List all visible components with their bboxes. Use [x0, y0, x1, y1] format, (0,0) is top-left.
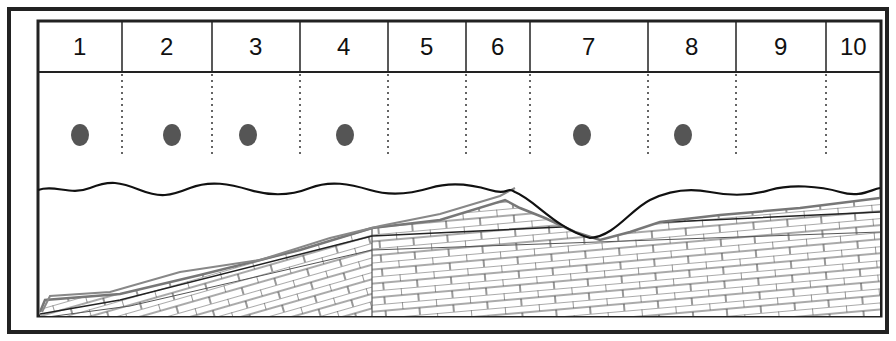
column-number: 2 — [160, 35, 173, 59]
soil-layer — [42, 188, 515, 312]
column-number: 6 — [491, 35, 504, 59]
bedrock-surface — [40, 198, 880, 312]
column-number: 5 — [420, 35, 433, 59]
column-number: 10 — [840, 35, 867, 59]
column-dividers — [122, 21, 826, 72]
sample-dots — [71, 124, 692, 146]
column-number: 8 — [685, 35, 698, 59]
header-line — [38, 71, 881, 73]
limestone-strata — [38, 150, 882, 320]
column-number: 1 — [73, 35, 86, 59]
outer-frame — [9, 9, 887, 332]
column-number: 4 — [337, 35, 350, 59]
column-number: 3 — [249, 35, 262, 59]
column-number: 7 — [582, 35, 595, 59]
ground-surface — [38, 183, 880, 238]
column-number: 9 — [774, 35, 787, 59]
dotted-dividers — [122, 74, 826, 158]
